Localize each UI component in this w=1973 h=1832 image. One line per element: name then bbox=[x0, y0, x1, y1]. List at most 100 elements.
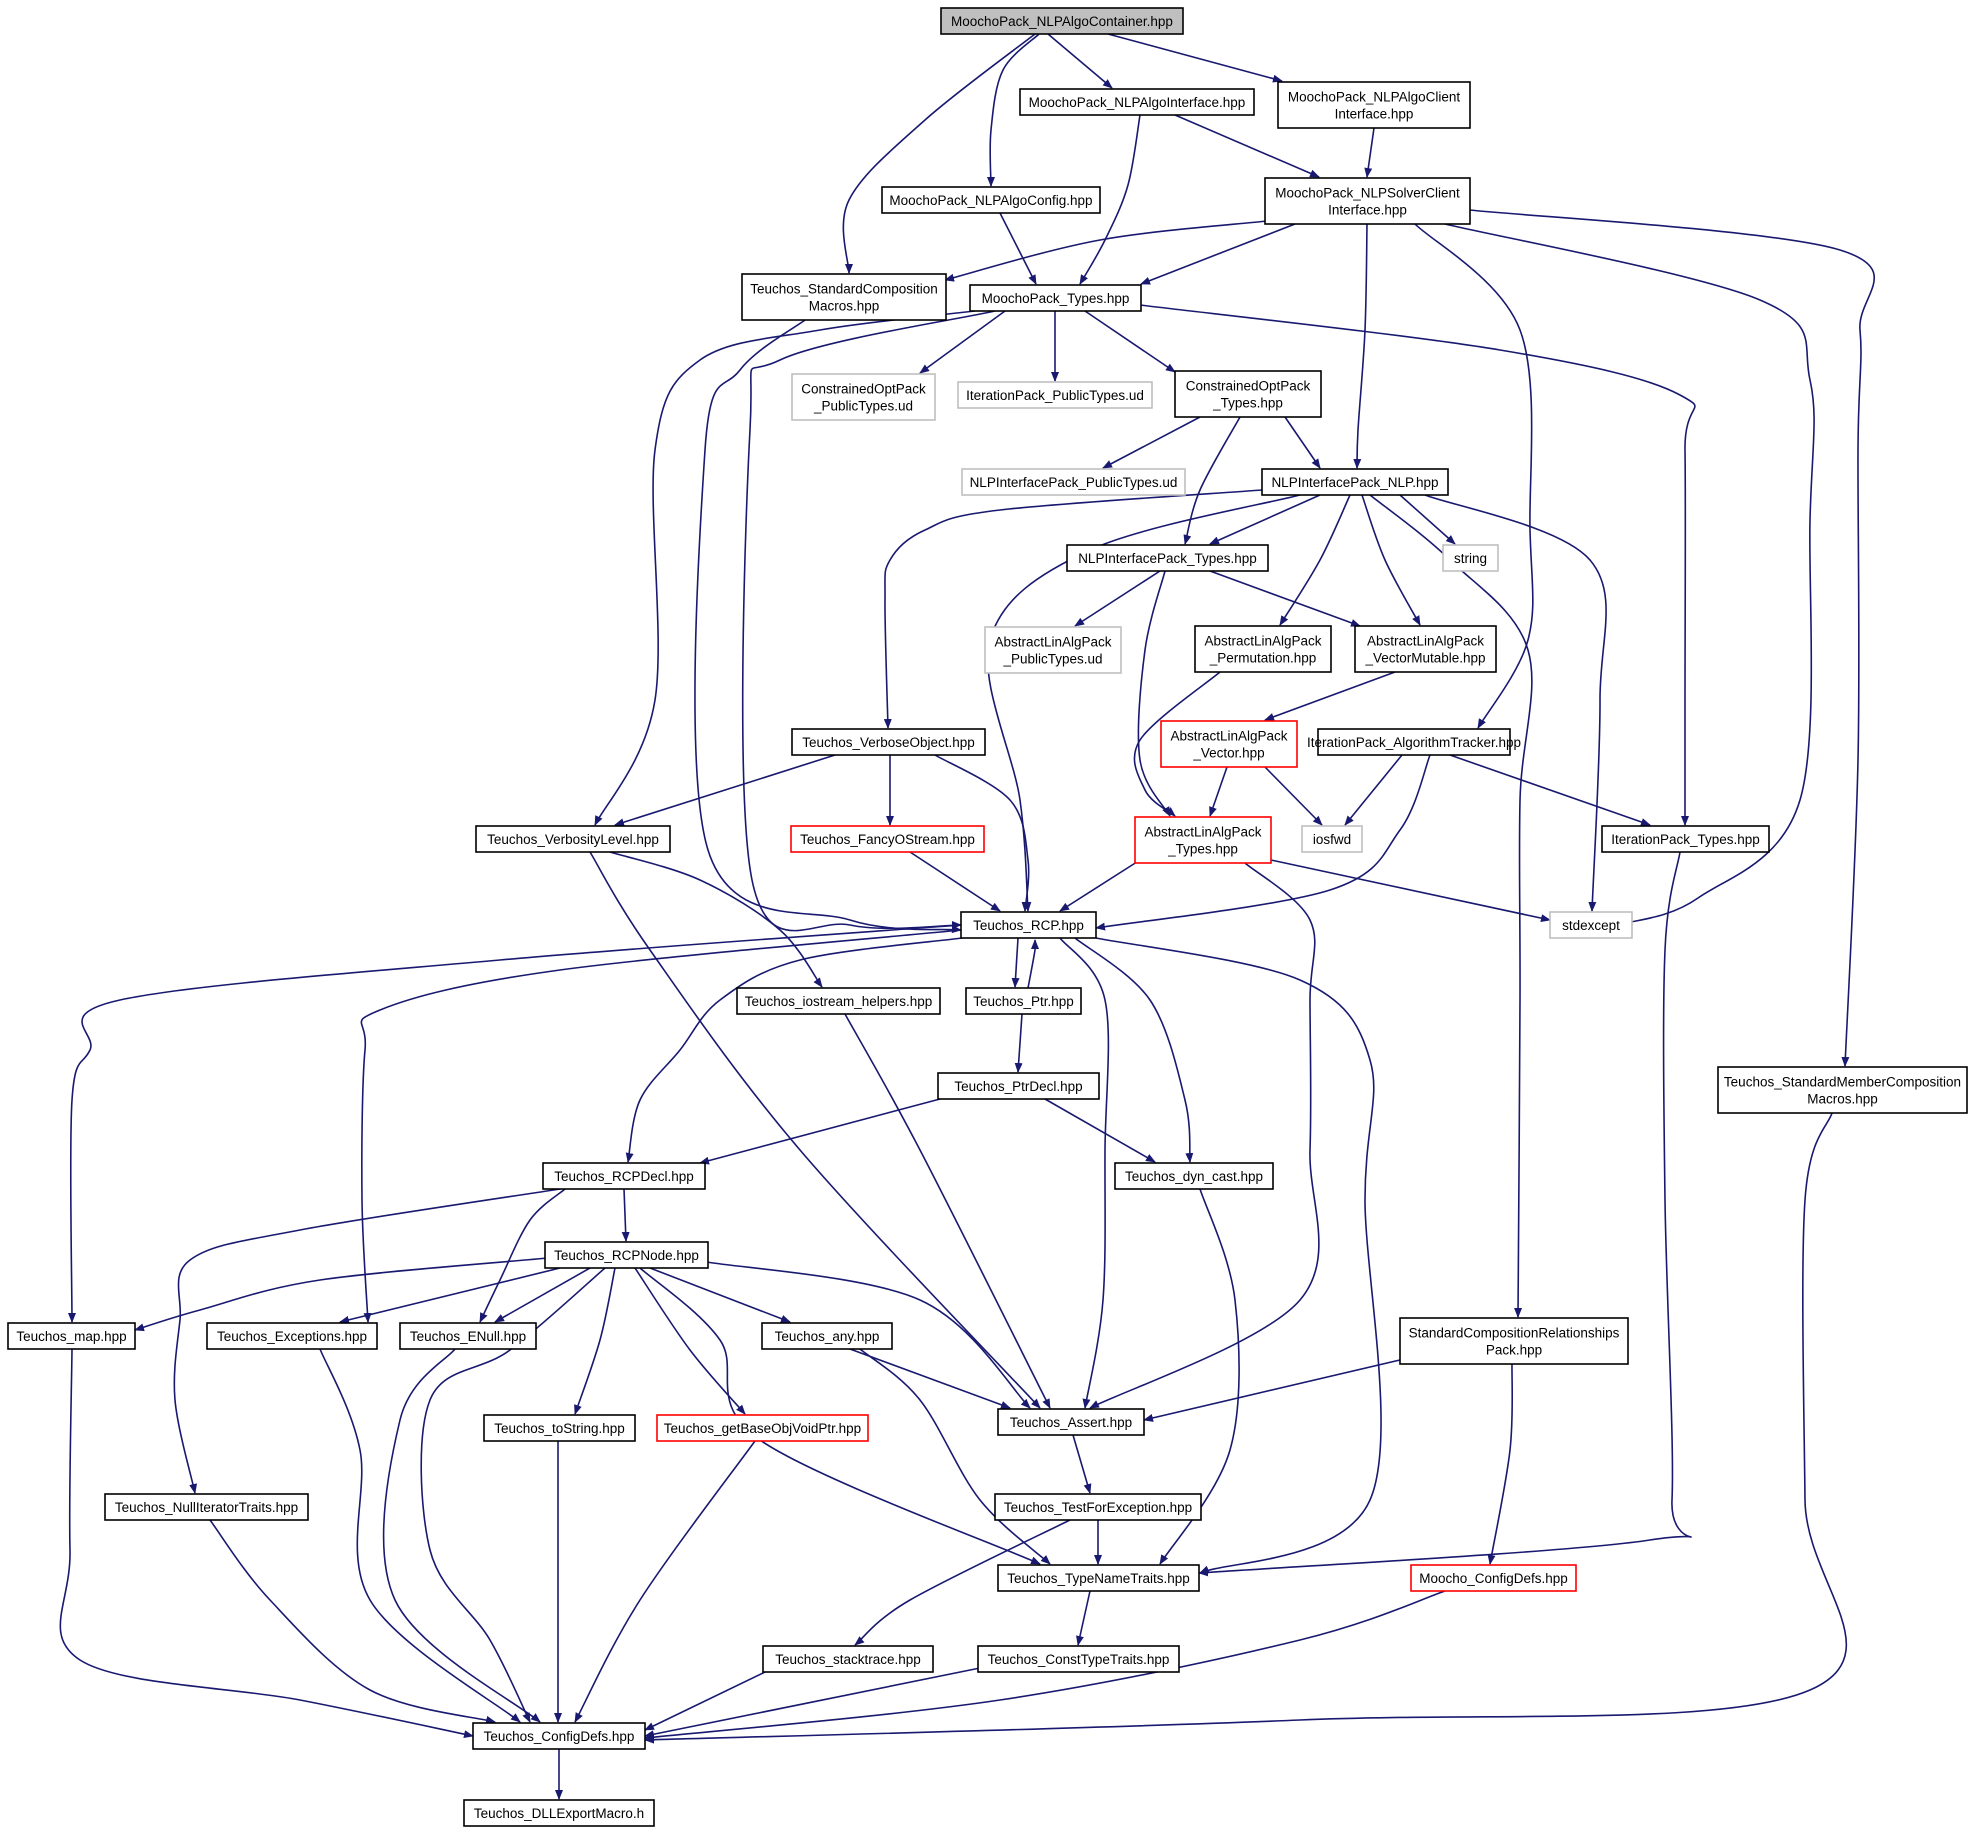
node-label-line: AbstractLinAlgPack bbox=[994, 635, 1111, 650]
edge-line bbox=[644, 1590, 1446, 1742]
node-any[interactable]: Teuchos_any.hpp bbox=[761, 1322, 893, 1350]
node-assert[interactable]: Teuchos_Assert.hpp bbox=[997, 1408, 1145, 1436]
node-box bbox=[544, 1241, 709, 1269]
node-label-line: AbstractLinAlgPack bbox=[1204, 634, 1321, 649]
edge-line bbox=[1084, 310, 1176, 373]
node-nlp[interactable]: NLPInterfacePack_NLP.hpp bbox=[1261, 468, 1449, 496]
node-box bbox=[7, 1322, 136, 1350]
node-moochoconfig[interactable]: Moocho_ConfigDefs.hpp bbox=[1410, 1564, 1577, 1592]
node-tostring[interactable]: Teuchos_toString.hpp bbox=[483, 1414, 636, 1442]
node-rcpnode[interactable]: Teuchos_RCPNode.hpp bbox=[544, 1241, 709, 1269]
node-label-line: NLPInterfacePack_PublicTypes.ud bbox=[970, 475, 1178, 490]
node-copt_public[interactable]: ConstrainedOptPack_PublicTypes.ud bbox=[791, 373, 936, 421]
node-copt_types[interactable]: ConstrainedOptPack_Types.hpp bbox=[1174, 370, 1322, 418]
edge-nlp-to-string bbox=[1399, 494, 1456, 545]
node-label-line: Teuchos_VerboseObject.hpp bbox=[802, 735, 975, 750]
edge-iter_types-to-typenametraits bbox=[1198, 851, 1692, 1577]
node-ala_vecmut[interactable]: AbstractLinAlgPack_VectorMutable.hpp bbox=[1354, 625, 1497, 673]
node-label-line: Teuchos_StandardMemberComposition bbox=[1724, 1075, 1961, 1090]
node-testforexc[interactable]: Teuchos_TestForException.hpp bbox=[994, 1493, 1202, 1521]
edge-stdcompmacros-to-rcp bbox=[694, 319, 962, 934]
node-box bbox=[1601, 825, 1770, 853]
edge-line bbox=[1059, 859, 1141, 912]
node-getbaseobj[interactable]: Teuchos_getBaseObjVoidPtr.hpp bbox=[656, 1414, 869, 1442]
node-iostream_helpers[interactable]: Teuchos_iostream_helpers.hpp bbox=[736, 987, 941, 1015]
edge-any-to-typenametraits bbox=[859, 1348, 1051, 1565]
node-label-line: Teuchos_Assert.hpp bbox=[1010, 1415, 1132, 1430]
node-fancyostream[interactable]: Teuchos_FancyOStream.hpp bbox=[790, 825, 985, 853]
node-label-line: Teuchos_ConstTypeTraits.hpp bbox=[988, 1652, 1170, 1667]
node-exceptions[interactable]: Teuchos_Exceptions.hpp bbox=[206, 1322, 378, 1350]
edge-line bbox=[1079, 114, 1141, 285]
edge-line bbox=[699, 1098, 941, 1165]
node-box bbox=[881, 186, 1101, 214]
edge-line bbox=[1174, 114, 1320, 178]
node-ala_types[interactable]: AbstractLinAlgPack_Types.hpp bbox=[1134, 816, 1272, 864]
node-box bbox=[957, 381, 1153, 409]
node-nlpalgoconfig[interactable]: MoochoPack_NLPAlgoConfig.hpp bbox=[881, 186, 1101, 214]
edge-rcpnode-to-getbaseobj bbox=[634, 1267, 746, 1415]
edge-typenametraits-to-consttypetraits bbox=[1076, 1590, 1091, 1646]
edge-getbaseobj-to-configdefs bbox=[574, 1440, 756, 1723]
node-box bbox=[1261, 468, 1449, 496]
node-consttypetraits[interactable]: Teuchos_ConstTypeTraits.hpp bbox=[977, 1645, 1180, 1673]
edge-rcpnode-to-map bbox=[134, 1257, 549, 1332]
node-dyncast[interactable]: Teuchos_dyn_cast.hpp bbox=[1114, 1162, 1274, 1190]
node-configdefs[interactable]: Teuchos_ConfigDefs.hpp bbox=[472, 1722, 646, 1750]
node-verbositylevel[interactable]: Teuchos_VerbosityLevel.hpp bbox=[475, 825, 671, 853]
edge-verboseobj-to-rcp bbox=[934, 754, 1030, 912]
node-label-line: Moocho_ConfigDefs.hpp bbox=[1419, 1571, 1568, 1586]
node-stdmembercomp[interactable]: Teuchos_StandardMemberCompositionMacros.… bbox=[1717, 1066, 1968, 1114]
node-moochotypes[interactable]: MoochoPack_Types.hpp bbox=[969, 284, 1142, 312]
edge-line bbox=[574, 1267, 616, 1415]
edge-line bbox=[644, 1671, 766, 1731]
node-iosfwd[interactable]: iosfwd bbox=[1301, 825, 1363, 853]
edge-line bbox=[854, 1519, 1071, 1646]
node-ala_perm[interactable]: AbstractLinAlgPack_Permutation.hpp bbox=[1194, 625, 1332, 673]
node-stacktrace[interactable]: Teuchos_stacktrace.hpp bbox=[762, 1645, 934, 1673]
node-verboseobj[interactable]: Teuchos_VerboseObject.hpp bbox=[791, 728, 986, 756]
node-ala_vector[interactable]: AbstractLinAlgPack_Vector.hpp bbox=[1160, 720, 1298, 768]
node-rcp[interactable]: Teuchos_RCP.hpp bbox=[960, 911, 1097, 939]
node-nlpalgointerface[interactable]: MoochoPack_NLPAlgoInterface.hpp bbox=[1019, 88, 1255, 116]
node-algtracker[interactable]: IterationPack_AlgorithmTracker.hpp bbox=[1307, 728, 1521, 756]
node-label-line: Teuchos_TypeNameTraits.hpp bbox=[1007, 1571, 1190, 1586]
node-ptrdecl[interactable]: Teuchos_PtrDecl.hpp bbox=[937, 1072, 1100, 1100]
node-nlpi_public[interactable]: NLPInterfacePack_PublicTypes.ud bbox=[961, 468, 1186, 496]
edge-line bbox=[844, 1013, 1051, 1409]
node-nulliter[interactable]: Teuchos_NullIteratorTraits.hpp bbox=[104, 1493, 309, 1521]
node-label-line: _PublicTypes.ud bbox=[813, 399, 913, 414]
node-label-line: Teuchos_any.hpp bbox=[775, 1329, 880, 1344]
node-typenametraits[interactable]: Teuchos_TypeNameTraits.hpp bbox=[997, 1564, 1200, 1592]
node-nlpi_types[interactable]: NLPInterfacePack_Types.hpp bbox=[1066, 544, 1269, 572]
node-label-line: Pack.hpp bbox=[1486, 1343, 1542, 1358]
edge-verboseobj-to-verbositylevel bbox=[614, 754, 836, 827]
node-map[interactable]: Teuchos_map.hpp bbox=[7, 1322, 136, 1350]
node-rcpdecl[interactable]: Teuchos_RCPDecl.hpp bbox=[542, 1162, 706, 1190]
node-string[interactable]: string bbox=[1442, 544, 1499, 572]
node-iter_types[interactable]: IterationPack_Types.hpp bbox=[1601, 825, 1770, 853]
node-ala_public[interactable]: AbstractLinAlgPack_PublicTypes.ud bbox=[984, 626, 1122, 674]
node-label-line: Teuchos_FancyOStream.hpp bbox=[800, 832, 975, 847]
edge-line bbox=[209, 1519, 496, 1724]
node-box bbox=[1354, 625, 1497, 673]
node-iter_public[interactable]: IterationPack_PublicTypes.ud bbox=[957, 381, 1153, 409]
edge-line bbox=[1107, 33, 1283, 83]
edge-line bbox=[986, 33, 1040, 187]
edge-root-to-nlpalgoclient bbox=[1107, 33, 1283, 83]
node-root[interactable]: MoochoPack_NLPAlgoContainer.hpp bbox=[940, 7, 1184, 35]
edge-nlpsolverclient-to-algtracker bbox=[1414, 223, 1534, 729]
node-enull[interactable]: Teuchos_ENull.hpp bbox=[399, 1322, 537, 1350]
edge-line bbox=[1198, 851, 1692, 1577]
node-dllexport[interactable]: Teuchos_DLLExportMacro.h bbox=[463, 1799, 655, 1827]
edge-line bbox=[67, 924, 962, 1323]
edge-ala_vector-to-iosfwd bbox=[1264, 766, 1323, 826]
node-stdexcept[interactable]: stdexcept bbox=[1549, 911, 1633, 939]
node-ptr[interactable]: Teuchos_Ptr.hpp bbox=[965, 987, 1082, 1015]
edge-line bbox=[1469, 209, 1875, 1067]
edge-nlpalgoclient-to-nlpsolverclient bbox=[1364, 127, 1375, 178]
